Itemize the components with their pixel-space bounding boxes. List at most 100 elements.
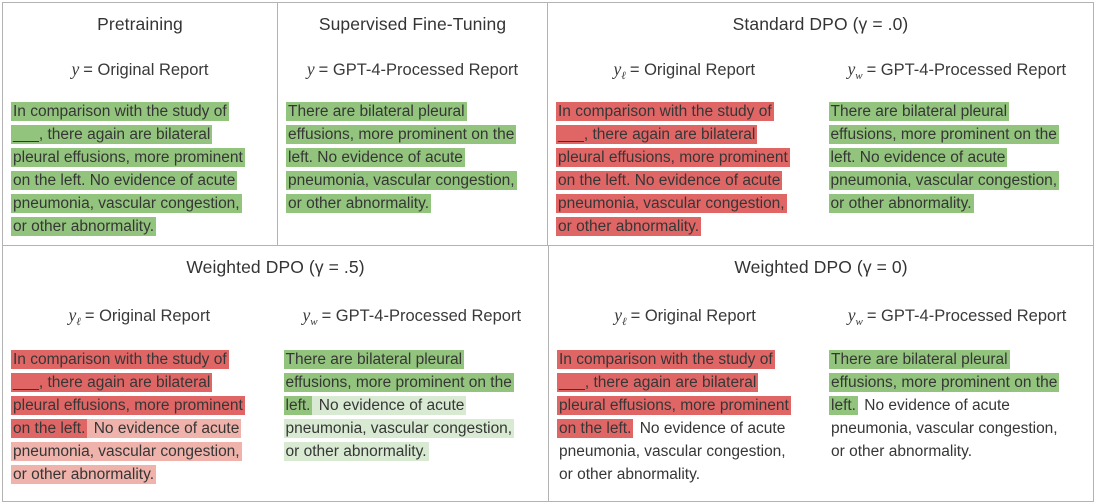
figure-top-row: Pretraining y= Original Report In compar…: [3, 3, 1093, 246]
panel-title: Standard DPO (γ = .0): [732, 14, 909, 34]
report-text-segment: pleural effusions, more prominent: [11, 148, 245, 167]
report-text-segment: effusions, more prominent on the: [828, 125, 1059, 144]
report-text-segment: left. No evidence of acute: [828, 148, 1008, 167]
math-subscript: w: [310, 316, 318, 328]
column-label: yw= GPT-4-Processed Report: [821, 305, 1093, 328]
math-y-symbol: y: [68, 305, 77, 325]
report-text-segment: or other abnormality.: [556, 217, 701, 236]
math-y-symbol: y: [613, 59, 622, 79]
math-y-symbol: y: [71, 59, 80, 79]
report-text-segment: on the left. No evidence of acute: [556, 171, 783, 190]
report-text-segment: ___, there again are bilateral: [556, 125, 758, 144]
column-label: yℓ= Original Report: [3, 305, 276, 328]
panel-body: y= Original Report In comparison with th…: [3, 35, 277, 238]
report-text-segment: pneumonia, vascular congestion,: [559, 443, 786, 460]
report-text-segment: pleural effusions, more prominent: [11, 396, 245, 415]
report-column-chosen: yw= GPT-4-Processed Report There are bil…: [821, 35, 1094, 238]
panel-weighted-dpo-gamma-0: Weighted DPO (γ = 0) yℓ= Original Report…: [548, 246, 1093, 501]
column-label: yw= GPT-4-Processed Report: [276, 305, 549, 328]
label-text: = Original Report: [630, 307, 756, 325]
panel-weighted-dpo-gamma-05: Weighted DPO (γ = .5) yℓ= Original Repor…: [3, 246, 548, 501]
math-y-symbol: y: [614, 305, 622, 325]
report-text-segment: pneumonia, vascular congestion,: [11, 194, 242, 213]
report-text-segment: ___, there again are bilateral: [557, 373, 759, 392]
math-subscript: w: [855, 70, 863, 82]
report-text-segment: In comparison with the study of: [556, 102, 774, 121]
math-y-symbol: y: [302, 305, 311, 325]
label-text: = GPT-4-Processed Report: [318, 61, 519, 79]
report-text-segment: No evidence of acute: [312, 396, 467, 415]
report-column-rejected: yℓ= Original Report In comparison with t…: [548, 35, 821, 238]
column-label: yℓ= Original Report: [549, 305, 821, 328]
report-text-segment: ___, there again are bilateral: [11, 125, 213, 144]
column-label: yw= GPT-4-Processed Report: [821, 59, 1094, 82]
report-text: In comparison with the study of___, ther…: [11, 348, 272, 486]
report-text-segment: There are bilateral pleural: [829, 350, 1010, 369]
figure-bottom-row: Weighted DPO (γ = .5) yℓ= Original Repor…: [3, 246, 1093, 501]
report-text-segment: pneumonia, vascular congestion,: [286, 171, 517, 190]
math-y-symbol: y: [306, 59, 315, 79]
report-text-segment: There are bilateral pleural: [286, 102, 467, 121]
report-text-segment: on the left.: [557, 419, 634, 438]
report-column: y= Original Report In comparison with th…: [3, 35, 277, 238]
panel-title: Supervised Fine-Tuning: [318, 14, 507, 34]
report-text: There are bilateral pleural effusions, mo…: [286, 100, 543, 215]
report-text-segment: or other abnormality.: [11, 465, 156, 484]
report-text-segment: left. No evidence of acute: [286, 148, 465, 167]
panel-body: y= GPT-4-Processed Report There are bila…: [278, 35, 547, 215]
report-text-segment: or other abnormality.: [283, 442, 429, 461]
report-text-segment: pleural effusions, more prominent: [556, 148, 790, 167]
panel-title: Weighted DPO (γ = 0): [734, 257, 908, 277]
label-text: = GPT-4-Processed Report: [866, 307, 1067, 325]
report-column-chosen: yw= GPT-4-Processed Report There are bil…: [276, 278, 549, 486]
column-label: y= Original Report: [3, 59, 277, 82]
label-text: = Original Report: [84, 307, 211, 325]
report-text-segment: There are bilateral pleural: [283, 350, 465, 369]
panel-title: Pretraining: [97, 14, 183, 34]
report-text-segment: pneumonia, vascular congestion,: [283, 419, 515, 438]
report-text-segment: No evidence of acute: [635, 420, 786, 437]
report-text-segment: left.: [283, 396, 313, 415]
report-text-segment: pneumonia, vascular congestion,: [11, 442, 242, 461]
report-column: y= GPT-4-Processed Report There are bila…: [278, 35, 547, 215]
column-label: y= GPT-4-Processed Report: [278, 59, 547, 82]
report-text-segment: or other abnormality.: [286, 194, 431, 213]
panel-body: yℓ= Original Report In comparison with t…: [549, 278, 1093, 486]
report-text-segment: or other abnormality.: [828, 194, 974, 213]
report-column-chosen: yw= GPT-4-Processed Report There are bil…: [821, 278, 1093, 486]
report-text: In comparison with the study of ___, ther…: [11, 100, 273, 238]
panel-body: yℓ= Original Report In comparison with t…: [3, 278, 548, 486]
report-text-segment: In comparison with the study of: [11, 102, 229, 121]
report-text-segment: left.: [829, 396, 858, 415]
report-text: In comparison with the study of ___, ther…: [557, 348, 817, 486]
panel-pretraining: Pretraining y= Original Report In compar…: [3, 3, 277, 245]
panel-title: Weighted DPO (γ = .5): [186, 257, 365, 277]
report-text-segment: effusions, more prominent on the: [286, 125, 517, 144]
report-text-segment: or other abnormality.: [11, 217, 156, 236]
panel-body: yℓ= Original Report In comparison with t…: [548, 35, 1093, 238]
report-text-segment: pneumonia, vascular congestion,: [831, 420, 1058, 437]
report-text-segment: In comparison with the study of: [11, 350, 229, 369]
label-text: = GPT-4-Processed Report: [866, 61, 1067, 79]
math-subscript: ℓ: [621, 70, 626, 82]
report-text-segment: pleural effusions, more prominent: [557, 396, 791, 415]
report-text-segment: or other abnormality.: [831, 443, 972, 460]
report-text-segment: No evidence of acute: [859, 397, 1010, 414]
report-text-segment: on the left.: [11, 419, 88, 438]
label-text: = GPT-4-Processed Report: [321, 307, 522, 325]
label-text: = Original Report: [83, 61, 209, 79]
math-subscript: ℓ: [76, 316, 81, 328]
panel-standard-dpo: Standard DPO (γ = .0) yℓ= Original Repor…: [547, 3, 1093, 245]
report-text-segment: on the left. No evidence of acute: [11, 171, 238, 190]
math-subscript: w: [855, 316, 863, 328]
report-text: There are bilateral pleural effusions, mo…: [829, 348, 1089, 463]
report-column-rejected: yℓ= Original Report In comparison with t…: [3, 278, 276, 486]
report-text-segment: effusions, more prominent on the: [829, 373, 1060, 392]
column-label: yℓ= Original Report: [548, 59, 821, 82]
report-text-segment: In comparison with the study of: [557, 350, 775, 369]
label-text: = Original Report: [629, 61, 756, 79]
